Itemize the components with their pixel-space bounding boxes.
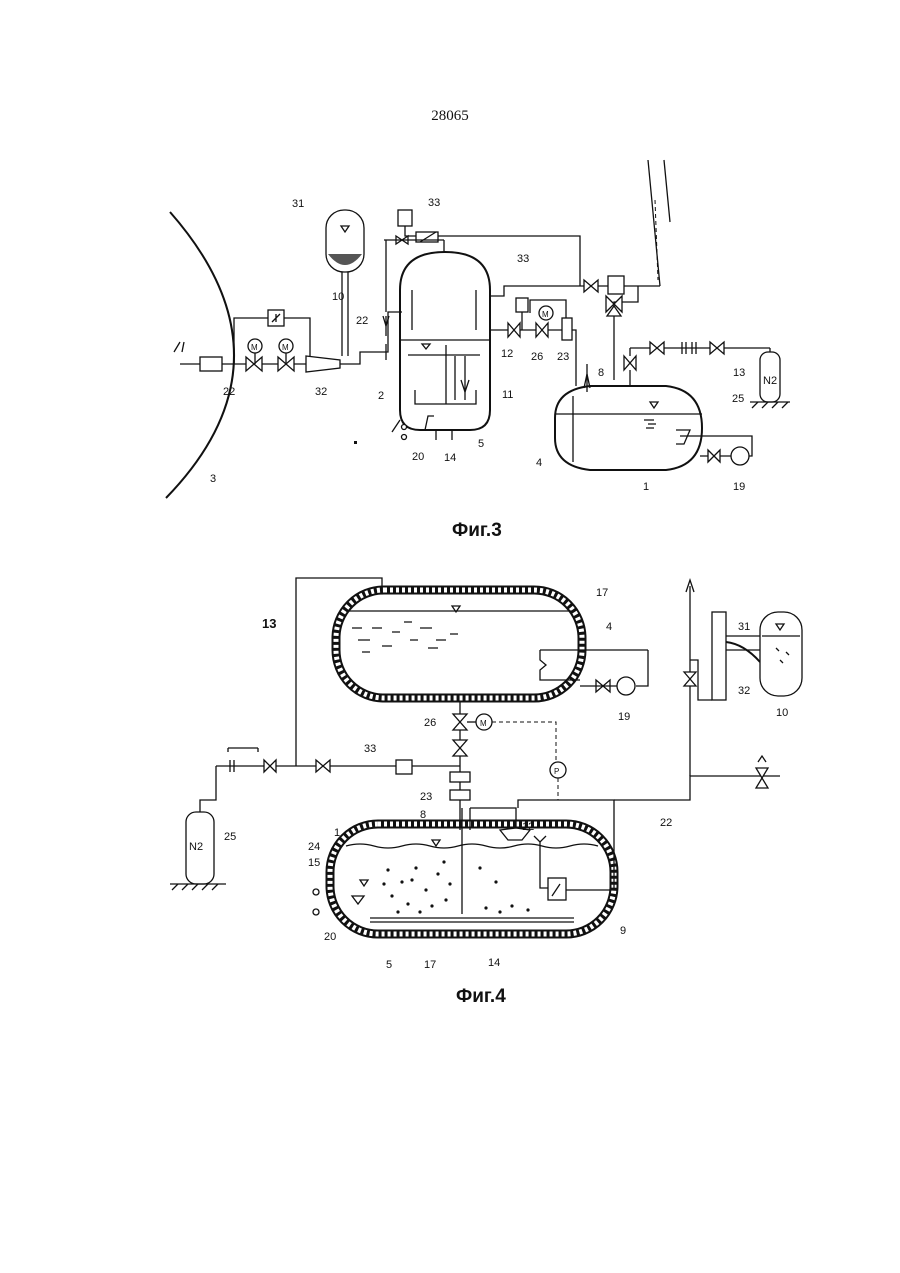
valve: [246, 357, 262, 371]
label: 9: [620, 925, 626, 937]
label: 10: [332, 291, 344, 303]
label: 33: [517, 253, 529, 265]
label: 17: [424, 959, 436, 971]
pump-19: [617, 677, 635, 695]
label: 5: [478, 438, 484, 450]
label: 32: [315, 386, 327, 398]
pump-19: [731, 447, 749, 465]
label: 33: [428, 197, 440, 209]
label: 12: [501, 348, 513, 360]
label: 22: [660, 817, 672, 829]
ejector-32: [306, 356, 340, 372]
label: 10: [776, 707, 788, 719]
label: N2: [763, 375, 777, 387]
label: 8: [420, 809, 426, 821]
label: 26: [424, 717, 436, 729]
fitting-23: [450, 790, 470, 800]
figure-4: [170, 578, 802, 934]
figure-4-labels: 13 17 4 19 26 33 23 8 12 22 31 32 10 1 2…: [189, 587, 788, 971]
label: 13: [262, 616, 276, 631]
label: 24: [308, 841, 320, 853]
figure-3-caption: Фиг.3: [452, 520, 502, 542]
label: 14: [444, 452, 456, 464]
label: 12: [522, 821, 534, 833]
actuator-33: [398, 210, 412, 226]
label: 4: [536, 457, 542, 469]
fitting-33: [396, 760, 412, 774]
label: 20: [324, 931, 336, 943]
connector-block: [200, 357, 222, 371]
label: 33: [364, 743, 376, 755]
motor-label: M: [480, 719, 487, 728]
label: 20: [412, 451, 424, 463]
label: 4: [606, 621, 612, 633]
label: 13: [733, 367, 745, 379]
label: 26: [531, 351, 543, 363]
label: 1: [334, 827, 340, 839]
motor-label: M: [542, 310, 549, 319]
label: 14: [488, 957, 500, 969]
bubbles: [382, 860, 529, 913]
ejector-32: [712, 612, 726, 700]
label: 32: [738, 685, 750, 697]
label: 22: [223, 386, 235, 398]
label: 15: [308, 857, 320, 869]
label: 8: [598, 367, 604, 379]
label: 23: [420, 791, 432, 803]
label: 25: [224, 831, 236, 843]
label: 17: [596, 587, 608, 599]
label: 23: [557, 351, 569, 363]
tank-1: [555, 386, 702, 470]
vessel-3-wall: [166, 212, 234, 498]
label: 2: [378, 390, 384, 402]
label: 19: [618, 711, 630, 723]
gauge-label: P: [554, 767, 559, 776]
motor-label: M: [282, 343, 289, 352]
label: 31: [292, 198, 304, 210]
label: 31: [738, 621, 750, 633]
motor-label: M: [251, 343, 258, 352]
label: 22: [356, 315, 368, 327]
label: N2: [189, 841, 203, 853]
fitting-23: [562, 318, 572, 340]
label: 25: [732, 393, 744, 405]
label: 11: [502, 389, 513, 401]
label: 19: [733, 481, 745, 493]
label: 1: [643, 481, 649, 493]
actuator-33b: [516, 298, 528, 312]
figure-4-caption: Фиг.4: [456, 986, 506, 1008]
label: 3: [210, 473, 216, 485]
label: 5: [386, 959, 392, 971]
arrow-mark: [174, 342, 184, 352]
